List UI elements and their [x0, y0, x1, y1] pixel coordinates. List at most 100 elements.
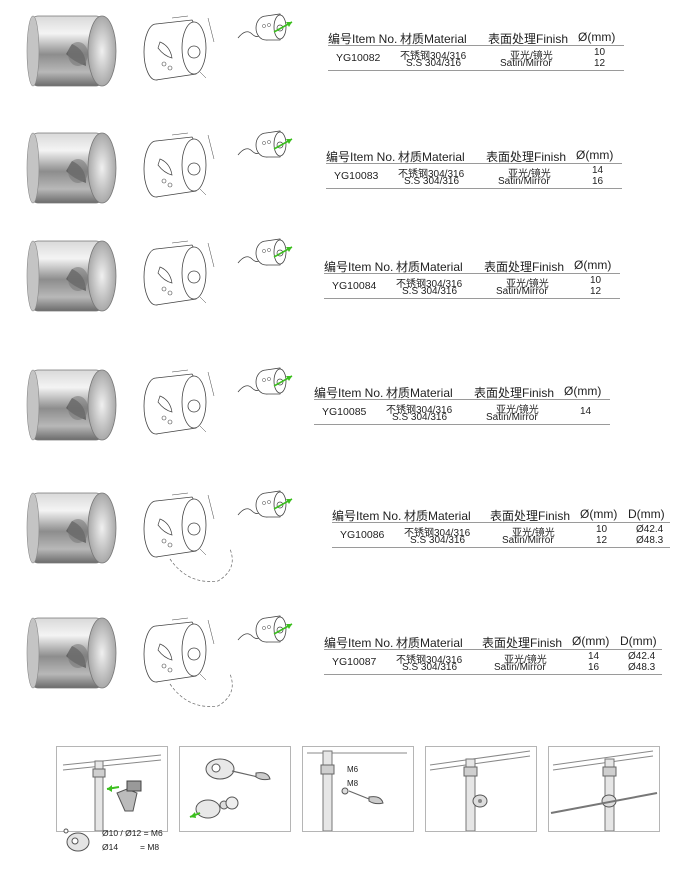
product-photo — [22, 610, 122, 701]
product-row-yg10084 — [0, 233, 700, 343]
header-rule — [324, 273, 620, 274]
bottom-rule — [332, 547, 670, 548]
item-number: YG10086 — [340, 529, 385, 541]
spec-table: 编号Item No.材质Material 表面处理Finish Ø(mm) D(mm)… — [332, 507, 672, 551]
finish-en: Satin/Mirror — [498, 176, 550, 187]
legend-line-1: Ø10 / Ø12 = M6 — [102, 828, 163, 838]
material-en: S.S 304/316 — [404, 176, 460, 187]
item-number: YG10083 — [334, 170, 379, 182]
d-value-2: Ø48.3 — [628, 662, 656, 673]
install-step-3: M6 M8 — [302, 746, 414, 832]
mounting-sketch — [236, 485, 296, 530]
legend-line-2b: = M8 — [140, 842, 160, 852]
header-finish: 表面处理Finish — [486, 150, 567, 164]
header-finish: 表面处理Finish — [488, 32, 569, 46]
bottom-rule — [324, 298, 620, 299]
material-en: S.S 304/316 — [392, 412, 448, 423]
header-diameter: Ø(mm) — [576, 148, 614, 162]
header-finish: 表面处理Finish — [490, 509, 571, 523]
header-rule — [326, 163, 622, 164]
d-value-1: Ø42.4 — [636, 524, 664, 535]
header-finish: 表面处理Finish — [474, 386, 555, 400]
product-row-yg10085 — [0, 362, 700, 472]
header-diameter: Ø(mm) — [580, 507, 618, 521]
technical-drawing — [134, 614, 244, 719]
diameter-1: 10 — [594, 47, 606, 58]
finish-en: Satin/Mirror — [486, 412, 538, 423]
material-cn: 不锈钢304/316 — [396, 655, 463, 666]
product-photo — [22, 8, 122, 99]
finish-cn: 亚光/镜光 — [504, 655, 547, 666]
finish-cn: 亚光/镜光 — [496, 405, 539, 416]
mounting-sketch — [236, 8, 296, 53]
finish-en: Satin/Mirror — [494, 662, 546, 673]
install-step-5 — [548, 746, 660, 832]
m8-label: M8 — [347, 779, 359, 788]
mounting-sketch — [236, 610, 296, 655]
technical-drawing — [134, 129, 244, 210]
header-material: 材质Material — [396, 636, 463, 650]
header-material: 材质Material — [386, 386, 453, 400]
diameter-2: 12 — [590, 286, 602, 297]
header-finish: 表面处理Finish — [484, 260, 565, 274]
product-row-yg10087 — [0, 610, 700, 720]
diameter-1: 14 — [580, 406, 592, 417]
header-item: 编号Item No. — [328, 32, 398, 46]
header-material: 材质Material — [398, 150, 465, 164]
material-cn: 不锈钢304/316 — [396, 279, 463, 290]
header-rule — [314, 399, 610, 400]
product-photo — [22, 233, 122, 324]
material-en: S.S 304/316 — [402, 286, 458, 297]
thread-legend: Ø10 / Ø12 = M6 Ø14 = M8 — [62, 826, 182, 858]
bottom-rule — [326, 188, 622, 189]
finish-cn: 亚光/镜光 — [506, 279, 549, 290]
product-photo — [22, 485, 122, 576]
bottom-rule — [314, 424, 610, 425]
item-number: YG10087 — [332, 656, 377, 668]
header-diameter: Ø(mm) — [574, 258, 612, 272]
diameter-1: 14 — [592, 165, 604, 176]
technical-drawing — [134, 237, 244, 318]
header-diameter: Ø(mm) — [578, 30, 616, 44]
material-cn: 不锈钢304/316 — [400, 51, 467, 62]
material-en: S.S 304/316 — [402, 662, 458, 673]
mounting-sketch — [236, 233, 296, 278]
header-item: 编号Item No. — [324, 636, 394, 650]
install-step-2 — [179, 746, 291, 832]
header-item: 编号Item No. — [332, 509, 402, 523]
header-diameter: Ø(mm) — [564, 384, 602, 398]
item-number: YG10085 — [322, 406, 367, 418]
material-cn: 不锈钢304/316 — [404, 528, 471, 539]
m6-label: M6 — [347, 765, 359, 774]
d-value-2: Ø48.3 — [636, 535, 664, 546]
finish-cn: 亚光/镜光 — [510, 51, 553, 62]
diameter-2: 16 — [592, 176, 604, 187]
diameter-1: 10 — [596, 524, 608, 535]
item-number: YG10084 — [332, 280, 377, 292]
mounting-sketch — [236, 125, 296, 170]
install-step-1 — [56, 746, 168, 832]
material-en: S.S 304/316 — [410, 535, 466, 546]
header-rule — [332, 522, 670, 523]
bottom-rule — [328, 70, 624, 71]
mounting-sketch — [236, 362, 296, 407]
material-cn: 不锈钢304/316 — [398, 169, 465, 180]
header-d: D(mm) — [628, 507, 665, 521]
diameter-2: 12 — [596, 535, 608, 546]
header-material: 材质Material — [404, 509, 471, 523]
diameter-2: 12 — [594, 58, 606, 69]
header-rule — [328, 45, 624, 46]
header-diameter: Ø(mm) — [572, 634, 610, 648]
technical-drawing — [134, 12, 244, 93]
finish-en: Satin/Mirror — [500, 58, 552, 69]
finish-en: Satin/Mirror — [502, 535, 554, 546]
d-value-1: Ø42.4 — [628, 651, 656, 662]
header-rule — [324, 649, 662, 650]
legend-line-2a: Ø14 — [102, 842, 119, 852]
diameter-1: 14 — [588, 651, 600, 662]
header-d: D(mm) — [620, 634, 657, 648]
connector-small-icon — [63, 828, 90, 852]
product-photo — [22, 125, 122, 216]
